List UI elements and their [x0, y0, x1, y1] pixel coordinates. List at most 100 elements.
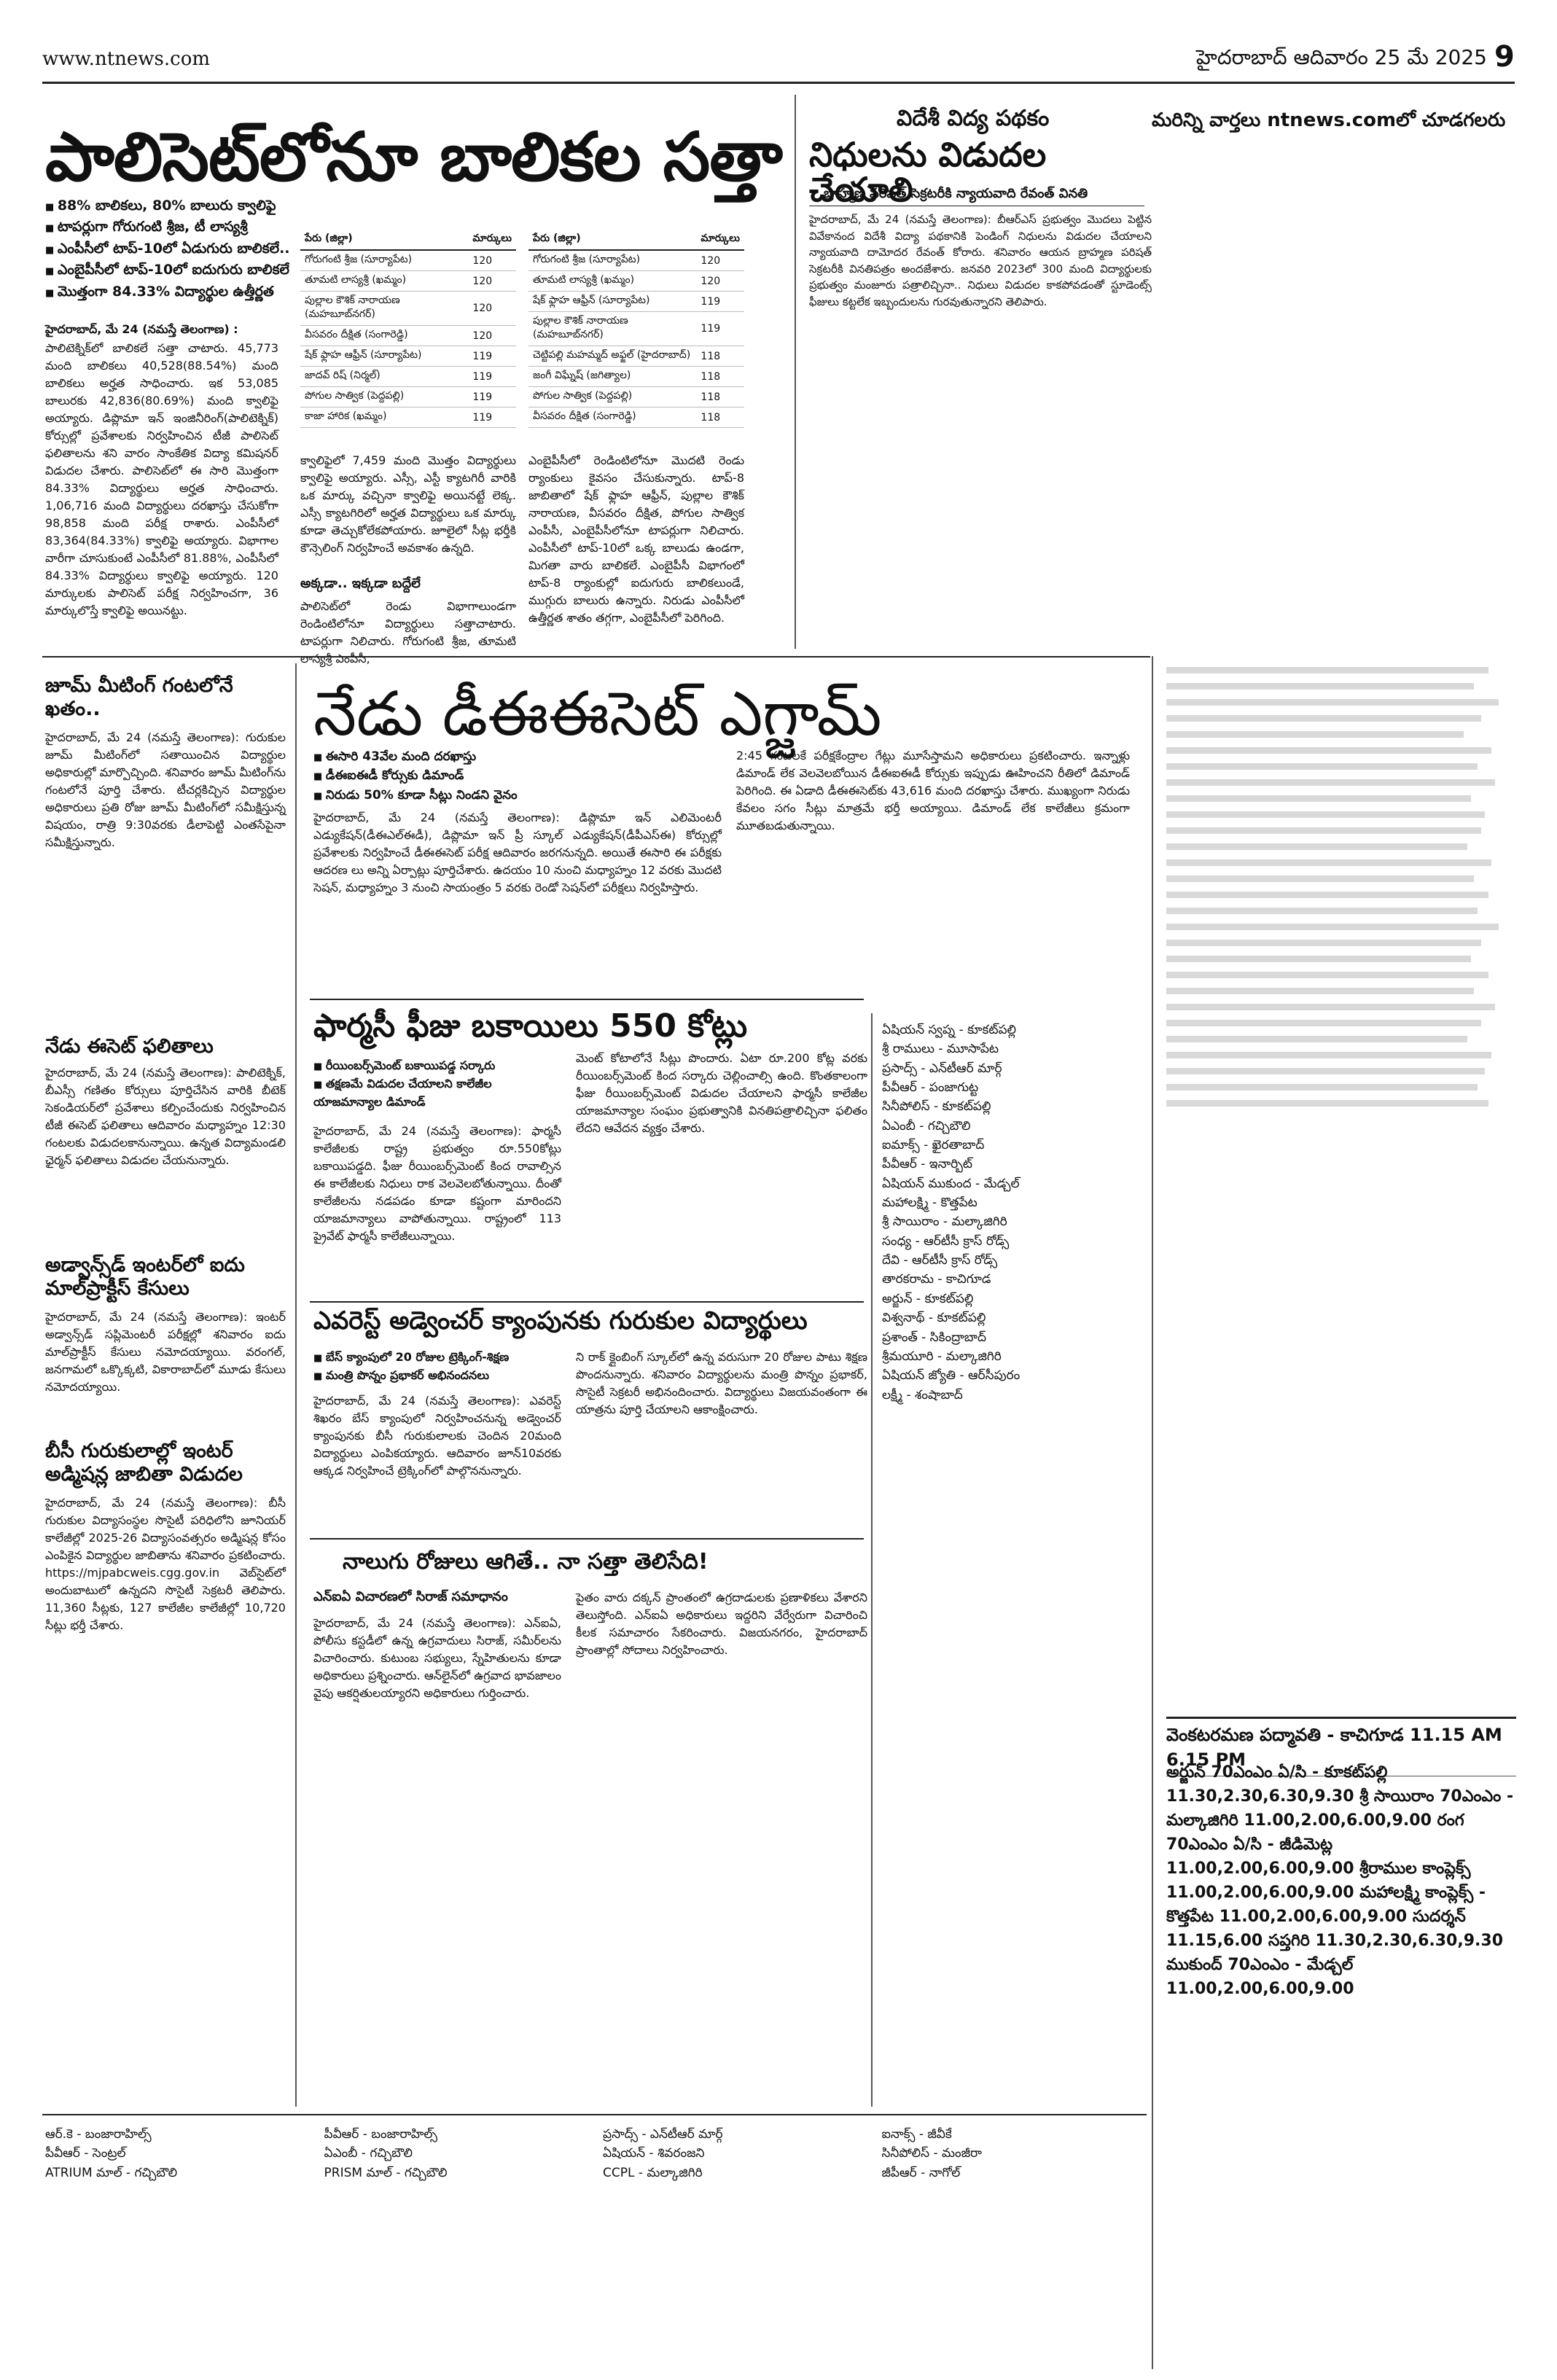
eeset-bullet: నిరుడు 50% కూడా సీట్లు నిండని వైనం [313, 786, 722, 805]
overseas-byline: బ్రాహ్మణ పరిషత్ సెక్రటరీకి న్యాయవాది రేవ… [824, 186, 1088, 201]
eeset-headline: నేడు డీఈఈసెట్ ఎగ్జామ్ [313, 678, 882, 749]
footer-rule [42, 2114, 1147, 2115]
column-divider [795, 95, 796, 649]
section-rule [310, 1301, 864, 1303]
eeset-text-1: హైదరాబాద్, మే 24 (నమస్తే తెలంగాణ): డిప్ల… [313, 811, 722, 894]
cinema-showtimes: అర్జున్ 70ఎంఎం ఏ/సి - కూకట్‌పల్లి 11.30,… [1166, 1763, 1514, 1998]
everest-text-1: హైదరాబాద్, మే 24 (నమస్తే తెలంగాణ): ఎవరెస… [313, 1394, 561, 1478]
lead-bullet: మొత్తంగా 84.33% విద్యార్థుల ఉత్తీర్ణత [45, 281, 424, 303]
table-row: గోరుగంటి శ్రీజ (సూర్యాపేట)120 [528, 250, 744, 271]
list-item: దేవి - ఆర్‌టీసీ క్రాస్ రోడ్స్ [882, 1253, 998, 1268]
eeset-bullets: ఈసారి 43వేల మంది దరఖాస్తు డీఈఐఈడీ కోర్సు… [313, 747, 722, 805]
list-item: సంధ్య - ఆర్‌టీసీ క్రాస్ రోడ్స్ [882, 1233, 1010, 1249]
section-rule [310, 999, 864, 1000]
more-news-link[interactable]: మరిన్ని వార్తలు ntnews.comలో చూడగలరు [1152, 109, 1506, 131]
table-row: తూమటి లాస్యశ్రీ (ఖమ్మం)120 [300, 270, 516, 292]
table-row: తూమటి లాస్యశ్రీ (ఖమ్మం)120 [528, 270, 744, 292]
list-item: పీవీఆర్ - సెంట్రల్ [45, 2146, 126, 2161]
lead-bullet: ఎంపీసీలో టాప్-10లో ఏడుగురు బాలికలే.. [45, 238, 424, 260]
table-row: వీసవరం దీక్షిత (సంగారెడ్డి)118 [528, 407, 744, 428]
pharmacy-headline: ఫార్మసీ ఫీజు బకాయిలు 550 కోట్లు [313, 1007, 748, 1045]
lead-col2: క్వాలిఫైలో 7,459 మంది మొత్తం విద్యార్థుల… [300, 453, 516, 555]
list-item: శ్రీమయూరి - మల్కాజిగిరి [882, 1349, 1002, 1364]
edition-date: హైదరాబాద్ ఆదివారం 25 మే 2025 [1195, 45, 1487, 69]
list-item: పీవీఆర్ - బంజారాహిల్స్ [324, 2127, 438, 2142]
lead-col1: పాలిటెక్నిక్‌లో బాలికలే సత్తా చాటారు. 45… [45, 341, 278, 617]
footer-listing: ఆర్.కె - బంజారాహిల్స్ పీవీఆర్ - బంజారాహి… [45, 2125, 1146, 2182]
brief-text: హైదరాబాద్, మే 24 (నమస్తే తెలంగాణ): పాలిట… [45, 1066, 286, 1167]
list-item: శ్రీ సాయిరాం - మల్కాజిగిరి [882, 1214, 1007, 1230]
column-divider [871, 1013, 873, 2107]
table-row: కాజా హారిక (ఖమ్మం)119 [300, 407, 516, 428]
list-item: ప్రసాద్స్ - ఎన్‌టీఆర్ మార్గ్ [882, 1061, 1002, 1076]
table-row: షేక్ ఫ్లాహ ఆఫ్రీన్ (సూర్యాపేట)119 [300, 346, 516, 367]
pharmacy-bullet: తక్షణమే విడుదల చేయాలని కాలేజీల యాజమాన్యా… [313, 1075, 561, 1112]
list-item: CCPL - మల్కాజిగిరి [603, 2165, 703, 2180]
list-item: శ్రీ రాములు - మూసాపేట [882, 1042, 999, 1057]
table-row: జాదవ్ రిష్ (నిర్మల్)119 [300, 366, 516, 387]
rank-table-mpc: పేరు (జిల్లా)మార్కులు గోరుగంటి శ్రీజ (సూ… [300, 230, 516, 428]
list-item: తారకరామ - కాచిగూడ [882, 1272, 991, 1287]
everest-bullet: మంత్రి పొన్నం ప్రభాకర్ అభినందనలు [313, 1367, 561, 1385]
lead-col3: ఎంబైపీసీలో రెండింటిలోనూ మొదటి రెండు ర్యా… [528, 453, 744, 625]
list-item: పీవీఆర్ - పంజాగుట్ట [882, 1080, 979, 1096]
overseas-headline: నిధులను విడుదల చేయాలి [809, 135, 1047, 210]
list-item: ATRIUM మాల్ - గచ్చిబౌలి [45, 2165, 178, 2180]
top-rule [42, 82, 1515, 84]
list-item: జీపీఆర్ - నాగోల్ [881, 2165, 961, 2180]
nalugu-byline: ఎన్ఐఏ విచారణలో సిరాజ్ సమాధానం [313, 1589, 508, 1604]
list-item: ఏషియన్ ముకుంద - మేడ్చల్ [882, 1176, 1020, 1191]
lead-bottom-rule [42, 656, 1150, 658]
list-item: ఏషియన్ - శివరంజని [603, 2146, 705, 2161]
lead-dateline: హైదరాబాద్, మే 24 (నమస్తే తెలంగాణ) : [45, 322, 238, 336]
brief-headline: బీసీ గురుకులాల్లో ఇంటర్ అడ్మిషన్ల జాబితా… [45, 1440, 243, 1486]
rank-header: పేరు (జిల్లా) [300, 230, 469, 251]
eeset-bullet: ఈసారి 43వేల మంది దరఖాస్తు [313, 747, 722, 766]
nalugu-headline: నాలుగు రోజులు ఆగితే.. నా సత్తా తెలిసేది! [343, 1549, 709, 1575]
pharmacy-text-1: హైదరాబాద్, మే 24 (నమస్తే తెలంగాణ): ఫార్మ… [313, 1124, 561, 1243]
list-item: ప్రశాంత్ - సికింద్రాబాద్ [882, 1330, 987, 1345]
rank-table-bipc: పేరు (జిల్లా)మార్కులు గోరుగంటి శ్రీజ (సూ… [528, 230, 744, 428]
table-row: పోగుల సాత్విక (పెద్దపల్లి)118 [528, 386, 744, 407]
list-item: ఏషియన్ స్వప్న - కూకట్‌పల్లి [882, 1023, 1016, 1037]
section-rule [310, 1538, 864, 1540]
list-item: సినీపోలిస్ - మంజీరా [881, 2146, 982, 2161]
rank-header: పేరు (జిల్లా) [528, 230, 697, 251]
column-divider [295, 663, 297, 2107]
list-item: విశ్వనాథ్ - కూకట్‌పల్లి [882, 1311, 986, 1326]
list-item: ఐమాక్స్ - ఖైరతాబాద్ [882, 1138, 985, 1153]
table-row: చెట్టిపల్లి మహమ్మద్ అఫ్జల్ (హైదరాబాద్)11… [528, 346, 744, 367]
lead-headline: పాలిసెట్‌లోనూ బాలికల సత్తా [45, 118, 783, 196]
column-divider [1152, 656, 1153, 2369]
pharmacy-text-2: మెంట్ కోటాలోనే సీట్లు పొందారు. ఏటా రూ.20… [576, 1051, 867, 1135]
pharmacy-bullets: రీయింబర్స్‌మెంట్ బకాయిపడ్డ సర్కారు తక్షణ… [313, 1057, 561, 1111]
eeset-text-2: 2:45 గంటలకే పరీక్షకేంద్రాల గేట్లు మూసేస్… [736, 749, 1130, 832]
page-number: 9 [1494, 40, 1515, 74]
list-item: సినీపోలిస్ - కూకట్‌పల్లి [882, 1099, 991, 1115]
rank-header: మార్కులు [468, 230, 516, 251]
list-item: PRISM మాల్ - గచ్చిబౌలి [324, 2165, 448, 2180]
cinema-grid: ఏషియన్ స్వప్న - కూకట్‌పల్లి శ్రీ రాములు … [882, 1021, 1144, 1405]
brief-headline: అడ్వాన్స్‌డ్ ఇంటర్‌లో ఐదు మాల్‌ప్రాక్టీస… [45, 1254, 245, 1300]
list-item: లక్ష్మీ - శంషాబాద్ [882, 1387, 963, 1402]
everest-bullets: బేస్ క్యాంపులో 20 రోజుల ట్రెక్కింగ్-శిక్… [313, 1349, 561, 1385]
lead-bullet: 88% బాలికలు, 80% బాలురు క్వాలిఫై [45, 195, 424, 216]
site-url: www.ntnews.com [42, 48, 211, 70]
nalugu-text-2: పైతం వారు దక్కన్ ప్రాంతంలో ఉగ్రదాడులకు ప… [576, 1591, 867, 1657]
cinema-venue-heading: వెంకటరమణ పద్మావతి - కాచిగూడ 11.15 AM 6.1… [1166, 1717, 1516, 1776]
table-row: పుల్లాల కౌశిక్ నారాయణ (మహబూబ్‌నగర్)119 [528, 311, 744, 346]
list-item: ప్రసాద్స్ - ఎన్‌టీఆర్ మార్గ్ [603, 2127, 723, 2142]
table-row: గోరుగంటి శ్రీజ (సూర్యాపేట)120 [300, 250, 516, 271]
list-item: ఏఎంబీ - గచ్చిబౌలి [882, 1118, 971, 1134]
eeset-bullet: డీఈఐఈడీ కోర్సుకు డిమాండ్ [313, 766, 722, 785]
lead-col2-subhead: అక్కడా.. ఇక్కడా బద్దేలే [300, 576, 421, 591]
overseas-text: హైదరాబాద్, మే 24 (నమస్తే తెలంగాణ): బీఆర్… [809, 213, 1152, 308]
list-item: ఏషియన్ జ్యోతి - ఆర్‌సీపురం [882, 1368, 1021, 1384]
brief-text: హైదరాబాద్, మే 24 (నమస్తే తెలంగాణ): గురుక… [45, 730, 286, 849]
nalugu-text-1: హైదరాబాద్, మే 24 (నమస్తే తెలంగాణ): ఎన్ఐఏ… [313, 1616, 561, 1700]
list-item: ఏఎంబీ - గచ్చిబౌలి [324, 2146, 413, 2161]
rank-header: మార్కులు [696, 230, 744, 251]
overseas-kicker: విదేశీ విద్య పథకం [897, 106, 1050, 131]
table-row: షేక్ ఫ్లాహ ఆఫ్రీన్ (సూర్యాపేట)119 [528, 291, 744, 312]
list-item: మహాలక్ష్మి - కొత్తపేట [882, 1195, 977, 1211]
